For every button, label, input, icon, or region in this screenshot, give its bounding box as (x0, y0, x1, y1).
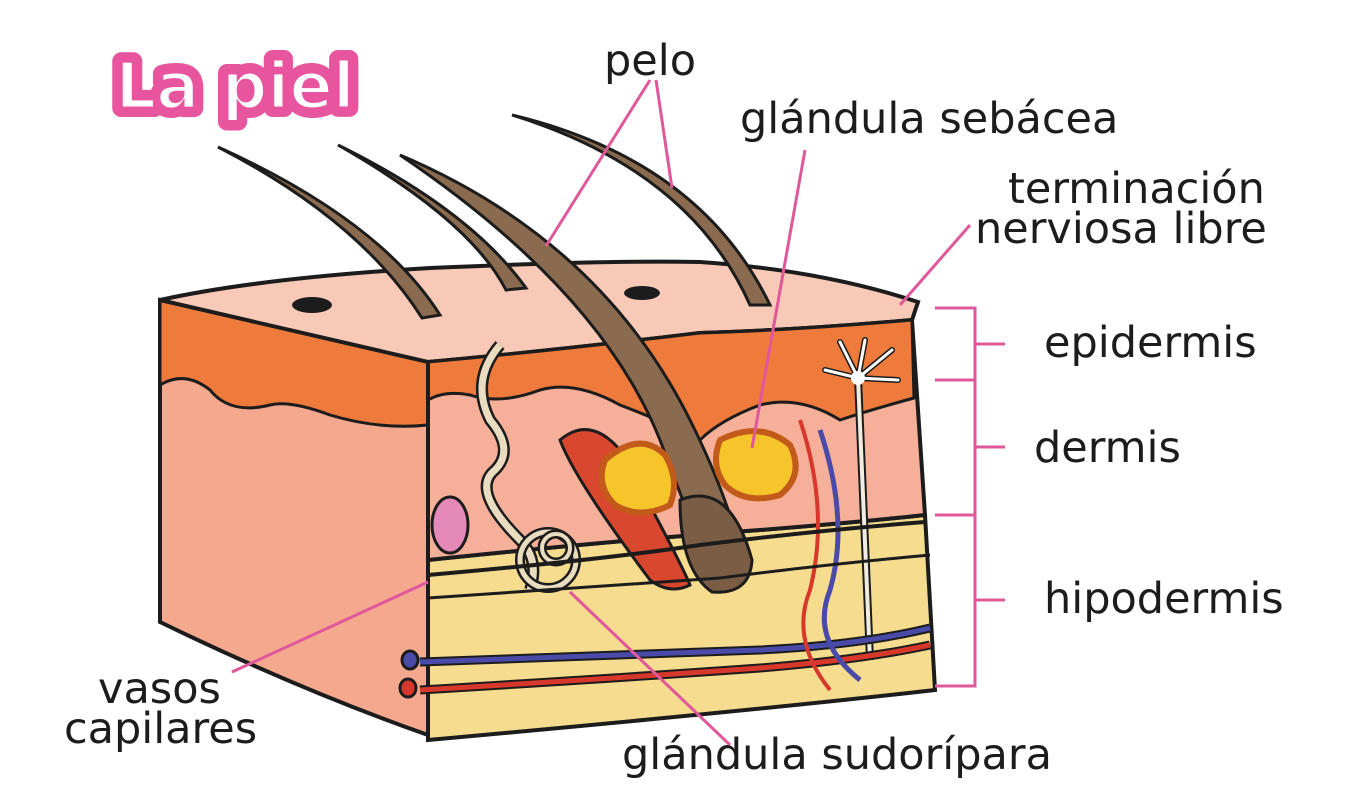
pink-corpuscle (432, 497, 468, 553)
vessel-cut-end (402, 651, 418, 669)
label-pelo: pelo (604, 40, 696, 82)
label-epidermis: epidermis (1044, 322, 1257, 364)
label-dermis: dermis (1034, 427, 1181, 469)
bracket-hipodermis (935, 515, 1005, 686)
label-capilares: capilares (64, 708, 257, 750)
label-glandula-sudoripara: glándula sudorípara (622, 734, 1052, 776)
vessel-cut-end (400, 679, 416, 697)
leader-pelo-2 (656, 80, 672, 188)
bracket-dermis (935, 380, 1005, 515)
label-nerviosa-libre: nerviosa libre (975, 208, 1267, 250)
label-glandula-sebacea: glándula sebácea (740, 98, 1118, 140)
leader-terminacion (900, 225, 970, 305)
layer-brackets (935, 308, 1005, 686)
bracket-epidermis (935, 308, 1005, 380)
pore (292, 297, 332, 313)
label-hipodermis: hipodermis (1044, 578, 1284, 620)
sebaceous-gland (716, 431, 796, 498)
pore (624, 286, 660, 300)
sebaceous-gland (602, 444, 674, 513)
